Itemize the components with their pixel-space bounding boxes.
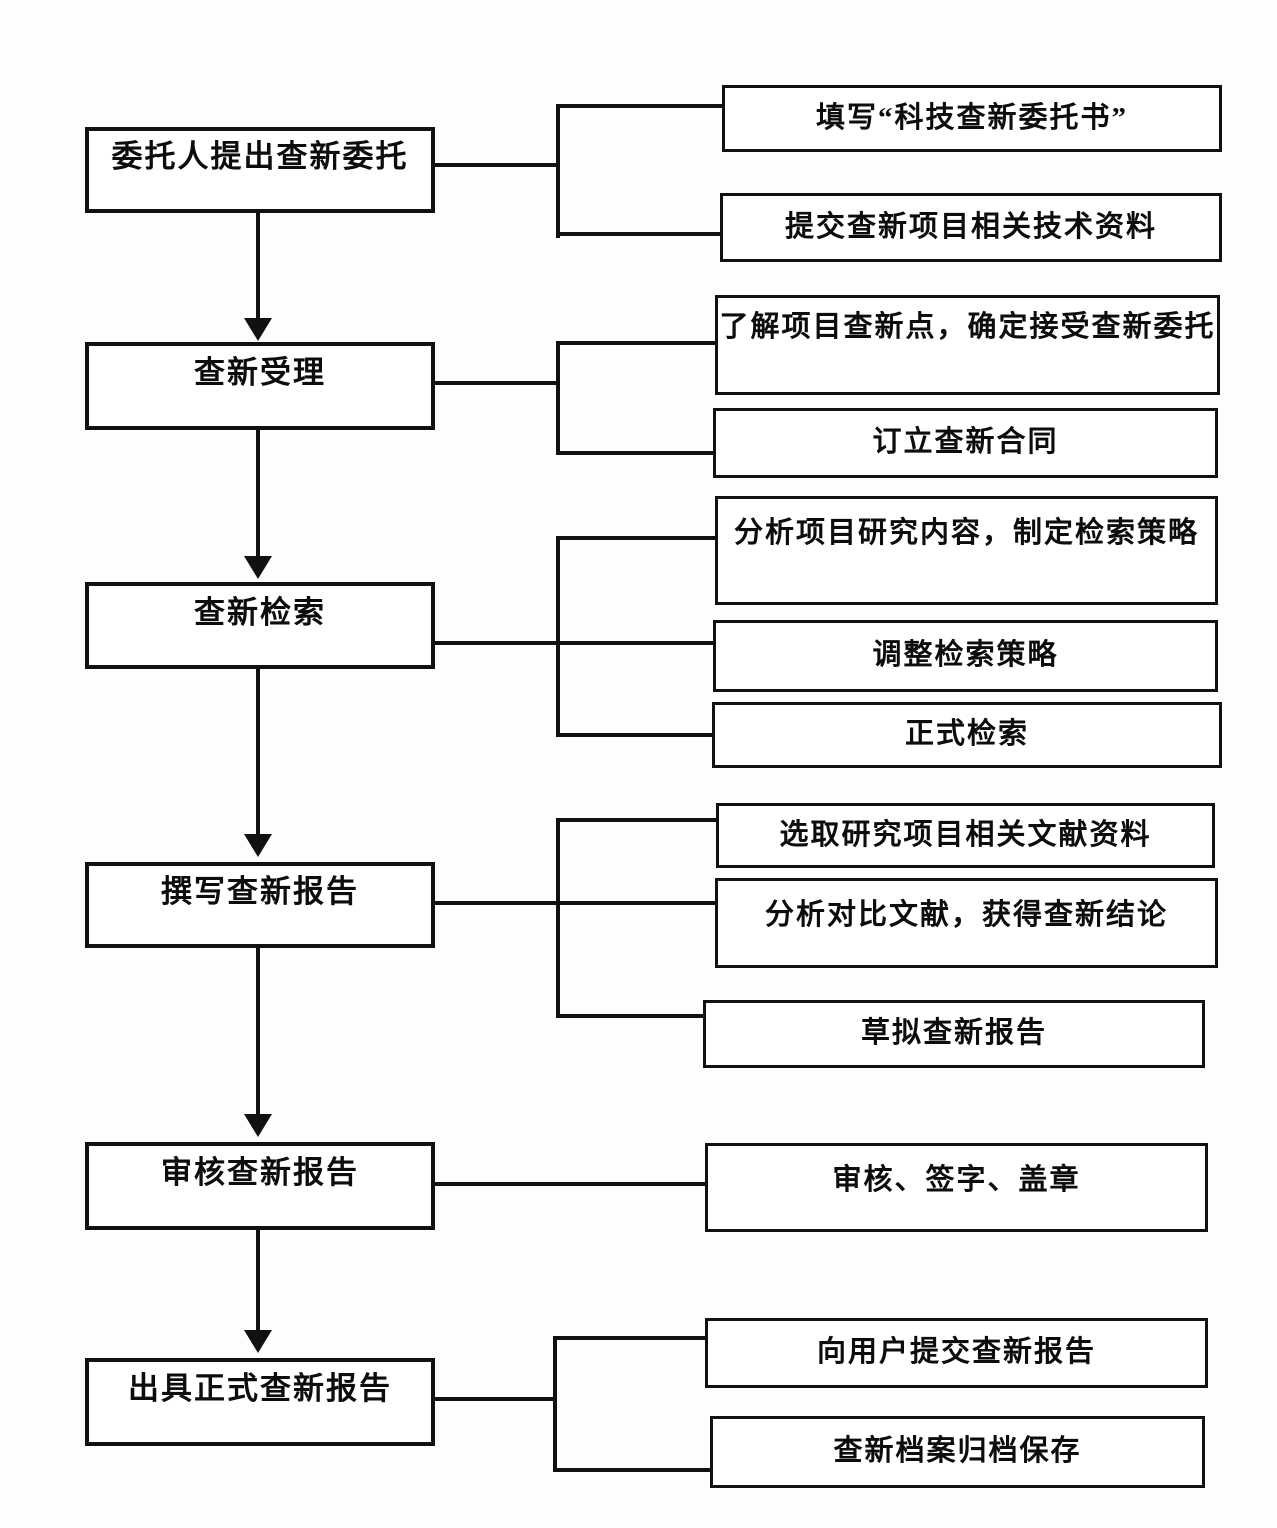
substep-label: 调整检索策略	[872, 639, 1059, 672]
stage-label: 撰写查新报告	[161, 874, 359, 910]
connector-branch-4c	[556, 1014, 703, 1018]
substep-box-sign-contract: 订立查新合同	[713, 408, 1218, 478]
connector-branch-2a	[556, 341, 715, 345]
connector-vbar-2	[556, 341, 560, 455]
substep-label: 审核、签字、盖章	[832, 1163, 1081, 1196]
connector-vbar-4	[556, 820, 560, 1018]
stage-label: 查新受理	[194, 355, 326, 391]
substep-box-deliver-report: 向用户提交查新报告	[705, 1318, 1208, 1388]
substep-label: 了解项目查新点，确定接受查新委托	[719, 311, 1216, 344]
stage-box-review-report: 审核查新报告	[85, 1142, 435, 1230]
substep-box-draft-report: 草拟查新报告	[703, 1000, 1205, 1068]
substep-box-review-sign-stamp: 审核、签字、盖章	[705, 1143, 1208, 1232]
substep-label: 查新档案归档保存	[833, 1435, 1082, 1468]
substep-box-formal-search: 正式检索	[712, 702, 1222, 768]
substep-box-fill-commission-form: 填写“科技查新委托书”	[722, 85, 1222, 152]
connector-stem-5	[435, 1182, 705, 1186]
substep-label: 正式检索	[904, 718, 1029, 751]
substep-box-compare-literature: 分析对比文献，获得查新结论	[715, 878, 1218, 968]
substep-label: 提交查新项目相关技术资料	[784, 210, 1157, 243]
substep-label: 订立查新合同	[872, 426, 1059, 459]
stage-box-client-request: 委托人提出查新委托	[85, 127, 435, 213]
connector-stem-4	[435, 901, 715, 905]
stage-box-acceptance: 查新受理	[85, 342, 435, 430]
connector-branch-3a	[556, 536, 715, 540]
substep-label: 分析项目研究内容，制定检索策略	[733, 516, 1199, 549]
connector-stem-2	[435, 381, 560, 385]
substep-box-archive-files: 查新档案归档保存	[710, 1416, 1205, 1488]
stage-label: 审核查新报告	[161, 1155, 359, 1191]
stage-box-retrieval: 查新检索	[85, 582, 435, 669]
connector-vbar-3	[556, 538, 560, 737]
connector-branch-6a	[553, 1336, 705, 1340]
stage-label: 委托人提出查新委托	[111, 139, 409, 175]
connector-branch-1b	[556, 232, 720, 236]
connector-vbar-6	[553, 1338, 557, 1472]
connector-branch-1a	[556, 104, 722, 108]
connector-branch-2b	[556, 451, 713, 455]
substep-label: 向用户提交查新报告	[816, 1336, 1096, 1369]
connector-branch-4a	[556, 818, 716, 822]
substep-box-select-literature: 选取研究项目相关文献资料	[716, 803, 1215, 868]
substep-box-understand-points: 了解项目查新点，确定接受查新委托	[715, 295, 1220, 395]
connector-stem-6	[435, 1397, 557, 1401]
connector-branch-3c	[556, 733, 712, 737]
substep-label: 草拟查新报告	[860, 1017, 1047, 1050]
substep-box-submit-materials: 提交查新项目相关技术资料	[720, 193, 1222, 262]
stage-box-write-report: 撰写查新报告	[85, 862, 435, 948]
connector-branch-6b	[553, 1468, 710, 1472]
stage-label: 查新检索	[194, 594, 326, 630]
connector-stem-3	[435, 641, 713, 645]
substep-label: 分析对比文献，获得查新结论	[764, 899, 1168, 932]
connector-stem-1	[435, 163, 560, 167]
substep-label: 填写“科技查新委托书”	[815, 101, 1128, 134]
substep-box-adjust-strategy: 调整检索策略	[713, 620, 1218, 692]
substep-label: 选取研究项目相关文献资料	[779, 818, 1152, 851]
substep-box-make-search-strategy: 分析项目研究内容，制定检索策略	[715, 496, 1218, 605]
stage-label: 出具正式查新报告	[128, 1371, 392, 1407]
connector-vbar-1	[556, 106, 560, 238]
stage-box-issue-report: 出具正式查新报告	[85, 1358, 435, 1446]
